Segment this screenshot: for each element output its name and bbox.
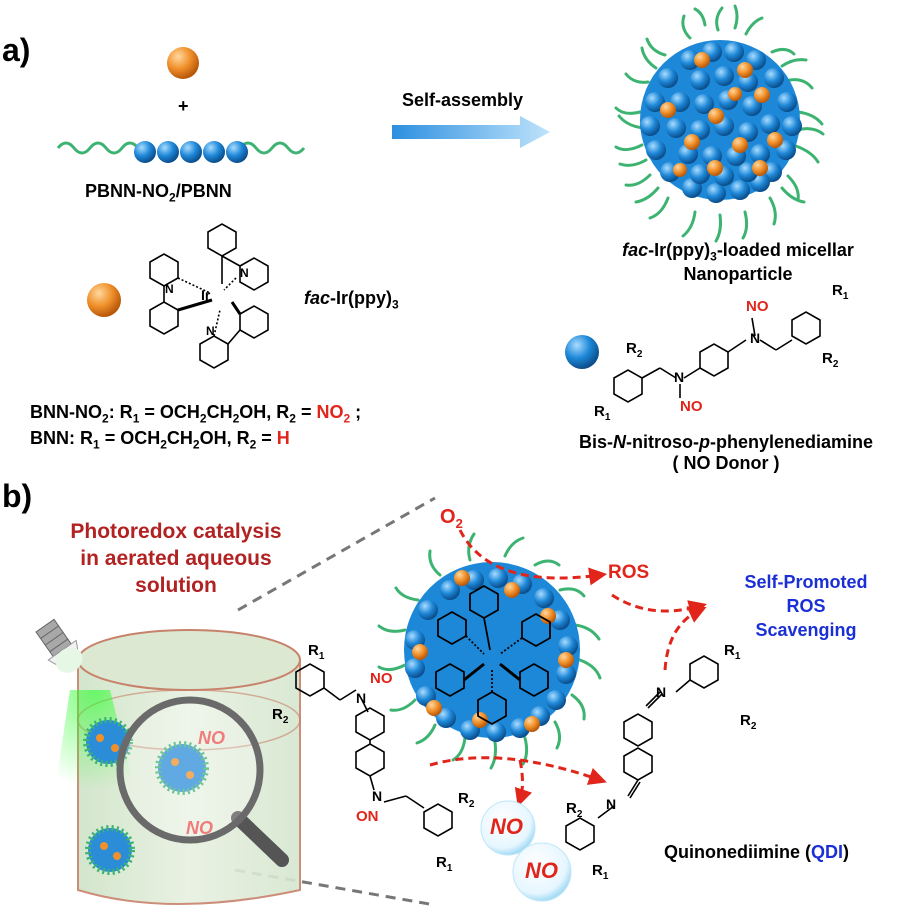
small-micelle-3 <box>85 825 135 875</box>
donor-b-r1-bottom: R1 <box>436 854 453 874</box>
donor-b-on-bottom: ON <box>356 808 379 825</box>
orange-sphere-ir <box>87 283 121 317</box>
panel-label-a: a) <box>2 32 31 68</box>
no-bubble-2 <box>512 842 572 902</box>
ros-label: ROS <box>608 562 650 583</box>
polymer-label: PBNN-NO2/PBNN <box>85 181 232 205</box>
light-bulb <box>35 618 83 673</box>
no-in-cup-2: NO <box>186 818 213 838</box>
qdi-n-bottom: N <box>606 796 617 812</box>
panel-label-b: b) <box>2 478 33 514</box>
plus-sign: + <box>178 96 189 116</box>
qdi-label: Quinonediimine (QDI) <box>664 842 850 862</box>
donor-b-r2-top: R2 <box>272 706 289 726</box>
donor-name-label: Bis-N-nitroso-p-phenylenediamine ( NO Do… <box>578 432 874 473</box>
qdi-r1-bottom: R1 <box>592 862 609 882</box>
donor-a-r2-left: R2 <box>626 340 643 360</box>
qdi-r2-bottom: R2 <box>566 800 583 820</box>
micelle-nanoparticle-graphic <box>614 4 825 243</box>
self-assembly-arrow <box>392 116 550 148</box>
donor-b-r1-top: R1 <box>308 642 325 662</box>
donor-a-r2-right: R2 <box>822 350 839 370</box>
polymer-chain-graphic <box>56 141 306 163</box>
o2-label: O2 <box>440 506 463 531</box>
n-atom-left: N <box>165 282 174 296</box>
no-bubble-1 <box>480 800 536 856</box>
n-atom-right: N <box>240 266 249 280</box>
ir-atom-label: Ir <box>201 287 211 303</box>
bnn-definition: BNN: R1 = OCH2CH2OH, R2 = H <box>30 428 290 452</box>
donor-b-r2-bottom: R2 <box>458 790 475 810</box>
qdi-r2-top: R2 <box>740 712 757 732</box>
qdi-r1-top: R1 <box>724 642 741 662</box>
donor-structure-a <box>613 311 821 403</box>
donor-b-n-bottom: N <box>372 788 383 804</box>
photoredox-label: Photoredox catalysis in aerated aqueous … <box>70 520 282 597</box>
donor-a-r1-left: R1 <box>594 403 611 423</box>
no-bubble-label-2: NO <box>525 858 558 883</box>
donor-a-r1-right: R1 <box>832 282 849 302</box>
orange-sphere-top <box>167 47 199 79</box>
donor-a-n-right: N <box>750 330 761 346</box>
donor-a-no-left: NO <box>680 398 703 415</box>
big-micelle-graphic <box>377 532 602 770</box>
ir-ppy3-structure <box>149 223 269 369</box>
self-promoted-label: Self-Promoted ROS Scavenging <box>744 572 868 640</box>
self-assembly-label: Self-assembly <box>402 90 524 110</box>
donor-b-no-top: NO <box>370 670 393 687</box>
zoom-line-top <box>237 496 436 612</box>
bnn-no2-definition: BNN-NO2: R1 = OCH2CH2OH, R2 = NO2 ; <box>30 402 362 426</box>
qdi-n-top: N <box>656 684 667 700</box>
blue-sphere-donor <box>565 335 599 369</box>
donor-a-n-left: N <box>674 369 685 385</box>
red-arrows <box>429 529 707 807</box>
qdi-structure <box>565 655 719 851</box>
donor-a-no-right: NO <box>746 298 769 315</box>
magnifying-glass <box>116 696 289 867</box>
ir-complex-label: fac-Ir(ppy)3 <box>304 288 399 312</box>
n-atom-bottom: N <box>206 324 215 338</box>
no-bubble-label-1: NO <box>490 814 523 839</box>
micelle-label: fac-Ir(ppy)3-loaded micellar Nanoparticl… <box>622 240 854 284</box>
no-in-cup-1: NO <box>198 728 225 748</box>
small-micelle-2 <box>155 741 209 795</box>
donor-b-n-top: N <box>356 690 367 706</box>
donor-structure-b <box>295 663 453 837</box>
